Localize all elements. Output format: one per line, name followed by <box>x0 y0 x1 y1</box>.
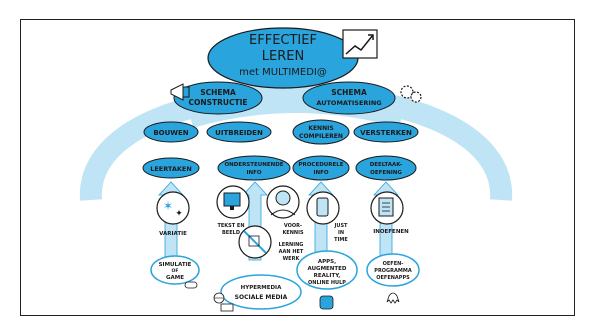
component-procedurele-line1: PROCEDURELE <box>298 162 343 168</box>
component-procedurele-line2: INFO <box>313 170 328 176</box>
process-versterken <box>353 121 419 143</box>
principle-tekst-line2: BEELD <box>222 230 240 236</box>
no-teacher-icon <box>238 225 272 259</box>
media-simulatie-line3: GAME <box>166 275 184 281</box>
media-sociale-label: SOCIALE MEDIA <box>235 294 288 301</box>
laptop-icon <box>220 303 234 312</box>
component-leertaken-label: LEERTAKEN <box>150 165 192 173</box>
background-arc <box>79 84 513 201</box>
media-apps-line1: APPS, <box>318 259 336 265</box>
media-simulatie-line2: OF <box>172 268 179 274</box>
media-apps-line4: ONLINE HULP <box>308 280 346 286</box>
stars-icon: ✶ ✦ <box>156 191 190 225</box>
media-apps-line2: AUGMENTED <box>308 266 347 272</box>
checklist-icon <box>370 191 404 225</box>
principle-voorkennis-line2: KENNIS <box>282 230 304 236</box>
process-uitbreiden-label: UITBREIDEN <box>215 129 263 137</box>
student-icon <box>266 185 300 219</box>
process-bouwen <box>143 121 199 143</box>
principle-voorkennis-line1: VOOR- <box>284 223 302 229</box>
svg-text:✦: ✦ <box>175 209 183 219</box>
principle-just-line3: TIME <box>334 237 348 243</box>
process-uitbreiden <box>206 121 272 143</box>
title-line3: met MULTIMEDI@ <box>239 67 327 78</box>
media-simulatie <box>150 255 200 285</box>
media-oefen-line1: OEFEN- <box>383 261 404 267</box>
principle-variatie: VARIATIE <box>159 231 187 237</box>
branch-right-line2: AUTOMATISERING <box>316 99 381 107</box>
globe-icon <box>213 292 225 304</box>
branch-left-line1: SCHEMA <box>200 88 236 97</box>
process-bouwen-label: BOUWEN <box>153 129 188 137</box>
media-oefen-line2: PROGRAMMA <box>374 268 412 274</box>
gears-icon <box>400 85 422 103</box>
component-deeltaak-line1: DEELTAAK- <box>370 162 403 168</box>
component-ondersteunende-line2: INFO <box>246 170 261 176</box>
principle-just-line1: JUST <box>334 223 349 229</box>
branch-right-line1: SCHEMA <box>331 88 367 97</box>
principle-tekst-line1: TEKST EN <box>217 223 244 229</box>
component-procedurele-info <box>292 155 350 181</box>
process-versterken-label: VERSTERKEN <box>360 129 412 137</box>
app-icon <box>319 295 334 310</box>
learning-diagram: EFFECTIEF LEREN met MULTIMEDI@ SCHEMA CO… <box>79 27 513 312</box>
media-hypermedia <box>220 274 302 310</box>
branch-schema-automatisering <box>302 81 396 115</box>
phone-icon <box>306 191 340 225</box>
principle-lerning-line2: AAN HET <box>279 249 304 255</box>
principle-inoefenen: INOEFENEN <box>373 229 409 235</box>
media-oefen-line3: OEFENAPPS <box>376 275 410 281</box>
media-apps <box>296 250 358 290</box>
growth-chart-icon <box>342 29 378 59</box>
title-line2: LEREN <box>262 49 304 64</box>
branch-schema-constructie <box>173 81 263 115</box>
media-hypermedia-label: HYPERMEDIA <box>241 285 282 291</box>
process-kennis-line1: KENNIS <box>308 125 333 132</box>
monitor-icon <box>216 185 250 219</box>
octopus-icon <box>386 292 400 304</box>
principle-lerning-line1: LERNING <box>279 242 304 248</box>
media-apps-line3: REALITY, <box>314 273 341 279</box>
component-ondersteunende-line1: ONDERSTEUNENDE <box>224 162 283 168</box>
svg-text:✶: ✶ <box>163 199 173 213</box>
principle-lerning-line3: WERK <box>283 256 301 262</box>
media-simulatie-line1: SIMULATIE <box>159 262 192 268</box>
component-ondersteunende-info <box>217 155 291 181</box>
title-line1: EFFECTIEF <box>249 33 317 48</box>
infographic-frame: EFFECTIEF LEREN met MULTIMEDI@ SCHEMA CO… <box>20 19 575 316</box>
principle-just-line2: IN <box>338 230 344 236</box>
gamepad-icon <box>184 281 198 289</box>
branch-left-line2: CONSTRUCTIE <box>188 98 247 107</box>
component-deeltaak-oefening <box>355 155 417 181</box>
process-kennis-compileren <box>292 119 350 145</box>
component-deeltaak-line2: OEFENING <box>370 170 402 176</box>
megaphone-icon <box>170 83 190 101</box>
media-oefenprogramma <box>366 253 420 287</box>
process-kennis-line2: COMPILEREN <box>299 133 343 140</box>
component-leertaken <box>142 157 200 179</box>
